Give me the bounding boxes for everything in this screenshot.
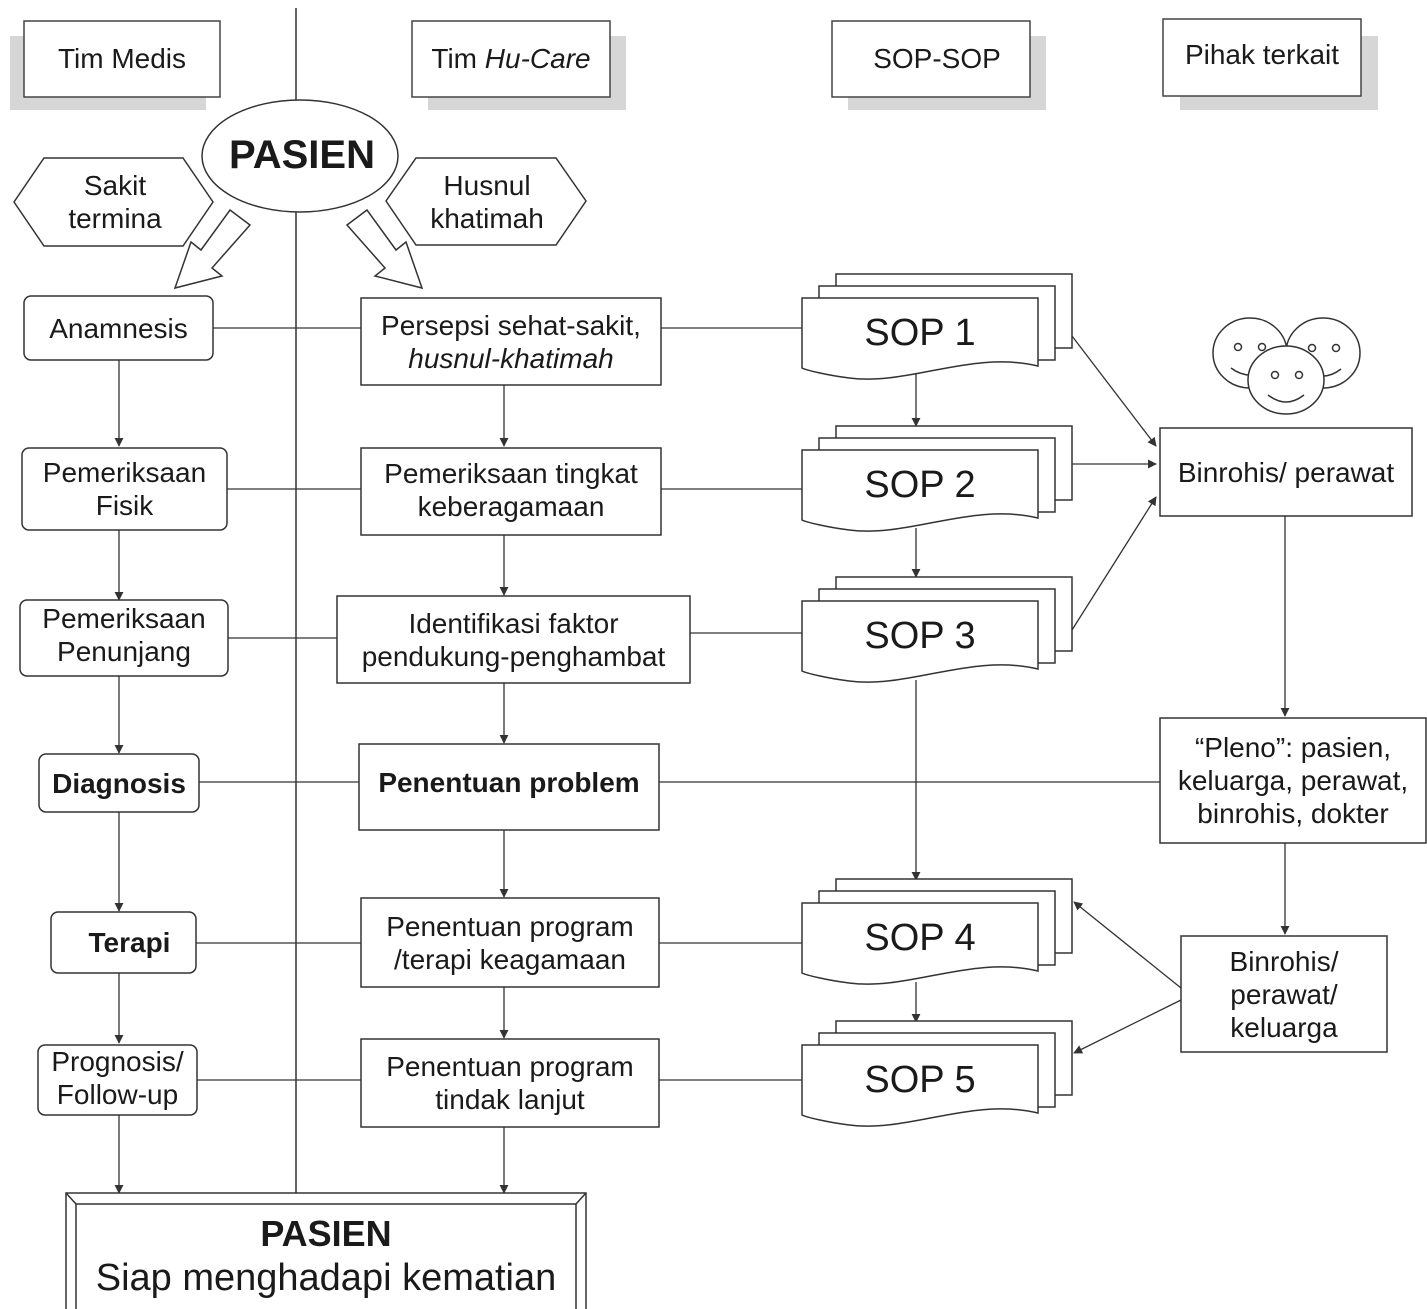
sop-3-document-stack [801,576,1073,683]
header-boxes [10,18,1378,110]
sop-1-document-stack [801,273,1073,380]
people-smiley-icon [1212,317,1361,415]
pihak-boxes [1159,427,1427,1053]
sakit-terminal-hexagon [13,157,214,247]
hucare-boxes [336,297,691,1128]
pasien-ellipse [201,99,399,213]
sop-4-document-stack [801,878,1073,985]
sop-2-document-stack [801,425,1073,532]
husnul-khatimah-hexagon [385,157,587,246]
sop-stacks [801,273,1073,1127]
pasien-final-frame [65,1192,587,1309]
sop-5-document-stack [801,1020,1073,1127]
hollow-arrow-right [345,208,424,290]
connectors [114,327,1290,1194]
hollow-arrow-left [173,208,252,290]
medis-boxes [19,295,229,1116]
